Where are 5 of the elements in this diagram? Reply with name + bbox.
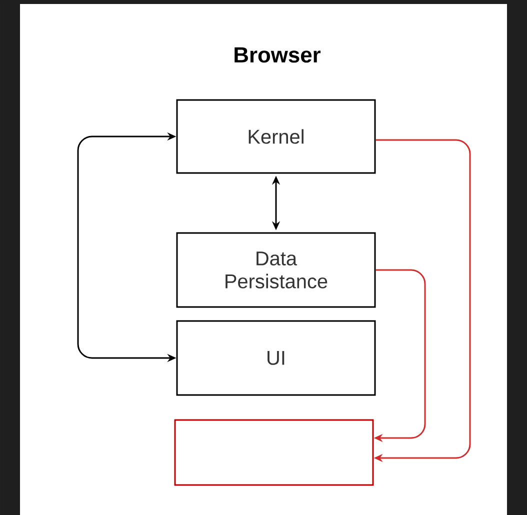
- title: Browser: [234, 47, 321, 63]
- process-box: Data Persistance: [176, 232, 376, 308]
- process-box: UI: [176, 320, 376, 396]
- process-box: [174, 419, 374, 486]
- process-box: Kernel: [176, 99, 376, 174]
